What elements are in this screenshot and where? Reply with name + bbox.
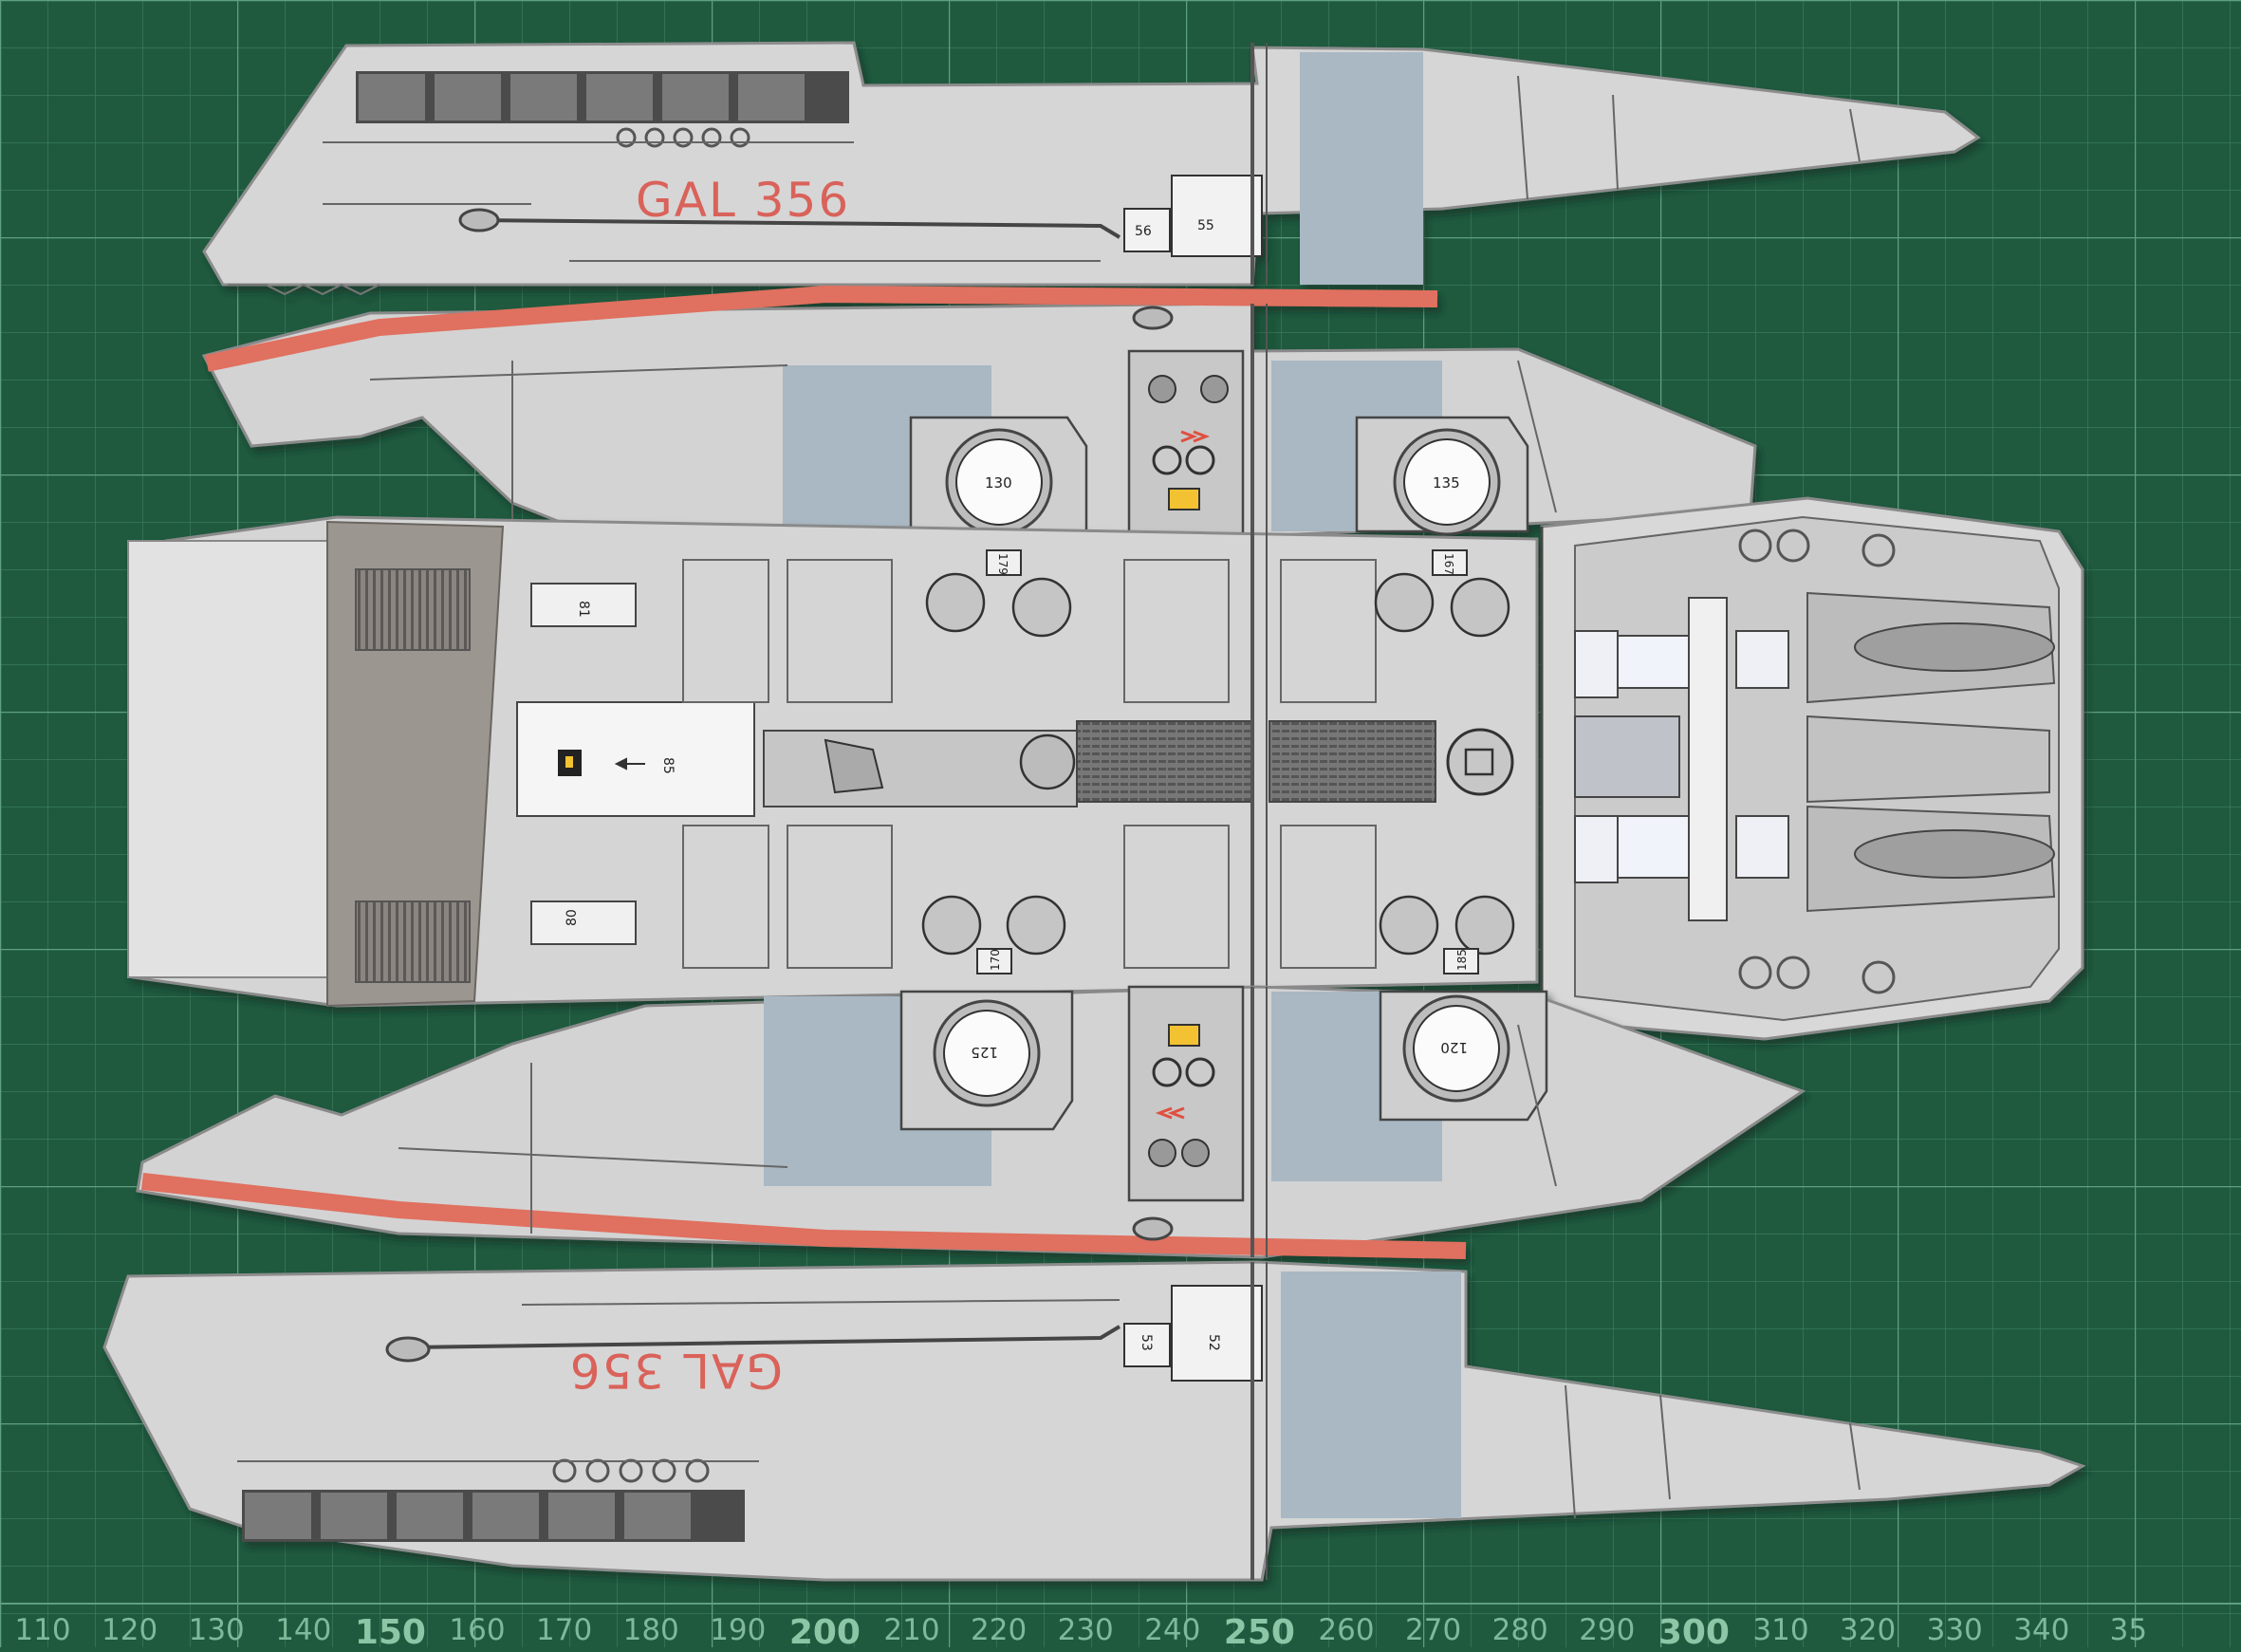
ruler-number: 290 <box>1579 1613 1636 1647</box>
ruler-number: 120 <box>102 1613 158 1647</box>
engine-section-panel <box>1540 496 2084 1041</box>
ruler-number: 150 <box>354 1613 426 1652</box>
upper-body-panel <box>201 285 1757 543</box>
ruler-number: 230 <box>1057 1613 1114 1647</box>
lower-registration: GAL 356 <box>568 1343 783 1398</box>
ruler-number: 320 <box>1840 1613 1897 1647</box>
ruler-number: 170 <box>536 1613 593 1647</box>
pad-81-label: 81 <box>576 601 591 618</box>
ruler-number: 280 <box>1491 1613 1548 1647</box>
upper-tag-56: 56 <box>1135 224 1152 239</box>
ruler-number: 130 <box>188 1613 245 1647</box>
upper-registration: GAL 356 <box>636 173 850 228</box>
center-fuselage-panel <box>127 515 1539 1008</box>
ruler-number: 140 <box>275 1613 332 1647</box>
ruler-number: 210 <box>883 1613 940 1647</box>
pad-85-label: 85 <box>660 757 676 774</box>
tag-185-label: 185 <box>1455 949 1469 971</box>
lower-tag-52: 52 <box>1206 1334 1221 1351</box>
ruler-number: 270 <box>1405 1613 1462 1647</box>
ruler-number: 200 <box>788 1613 861 1652</box>
tag-179-label: 179 <box>996 553 1009 575</box>
lower-side-panel <box>102 1260 2086 1582</box>
ruler-number: 180 <box>622 1613 679 1647</box>
ruler-number: 250 <box>1223 1613 1295 1652</box>
pad-80-label: 80 <box>565 909 580 926</box>
tag-170-label: 170 <box>989 949 1002 971</box>
tag-167-label: 167 <box>1442 553 1455 575</box>
ruler-number: 110 <box>14 1613 71 1647</box>
ruler-number: 340 <box>2013 1613 2070 1647</box>
ruler-number: 310 <box>1752 1613 1809 1647</box>
ruler-number: 35 <box>2109 1613 2148 1647</box>
ruler-number: 160 <box>449 1613 506 1647</box>
ruler-number: 330 <box>1926 1613 1983 1647</box>
port-130-label: 130 <box>985 474 1012 492</box>
ruler-number: 220 <box>971 1613 1028 1647</box>
ruler-number: 260 <box>1318 1613 1375 1647</box>
upper-side-panel <box>202 41 1981 296</box>
lower-tag-53: 53 <box>1139 1334 1154 1351</box>
port-125-label: 125 <box>971 1044 998 1061</box>
ruler-number: 240 <box>1144 1613 1201 1647</box>
ruler-number: 300 <box>1658 1613 1730 1652</box>
ruler-number: 190 <box>710 1613 767 1647</box>
upper-tag-55: 55 <box>1197 218 1214 233</box>
port-135-label: 135 <box>1433 474 1460 492</box>
port-120-label: 120 <box>1440 1039 1468 1056</box>
lower-body-panel <box>136 985 1806 1259</box>
